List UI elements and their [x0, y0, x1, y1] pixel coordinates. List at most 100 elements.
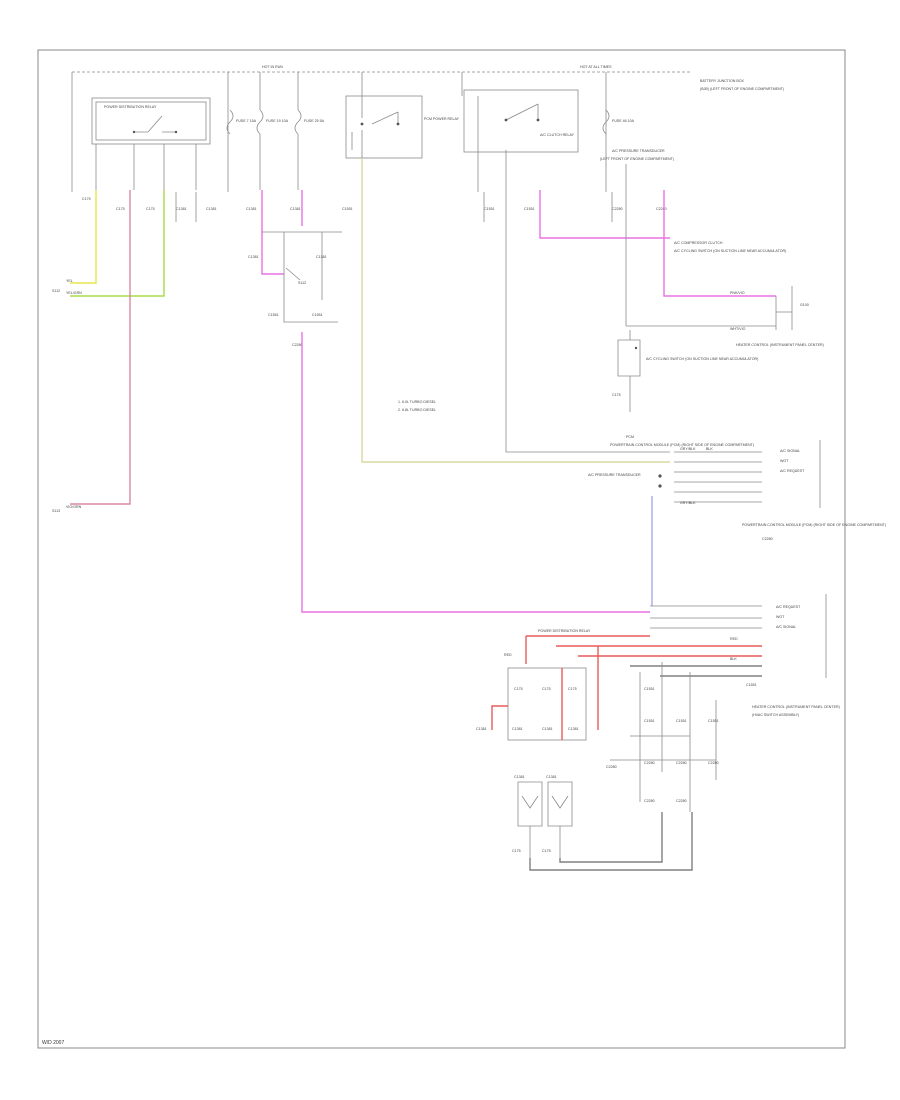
heater-ctrl-sub: (HVAC SWITCH ASSEMBLY): [752, 713, 799, 717]
sw-label: C175: [568, 687, 577, 691]
sw-label: C2280: [606, 765, 617, 769]
pcm-sub-label: POWERTRAIN CONTROL MODULE (PCM) (RIGHT S…: [610, 443, 754, 447]
pin-label: A/C SIGNAL: [780, 449, 800, 453]
ref-mark: S112: [52, 289, 60, 293]
sw-label: C1381: [568, 727, 579, 731]
notes-1: 1. 6.0L TURBO DIESEL: [398, 400, 436, 404]
conn-label: C1381: [316, 255, 327, 259]
blower-switch-grid: C175 C175 C175 C1381 C1381 C1381 C1381 C…: [476, 662, 719, 812]
hc-pin: A/C SIGNAL: [776, 625, 796, 629]
sw-label: C2280: [676, 799, 687, 803]
conn-label: C175: [612, 393, 621, 397]
sw-label: C175: [542, 849, 551, 853]
left-wiring: YEL YEL/GRN VIO/ORN S112 S113: [52, 190, 165, 513]
pcm-label: PCM: [626, 435, 634, 439]
sw-label: C175: [512, 849, 521, 853]
wire-thin: [505, 150, 670, 453]
conn-label: C1381: [246, 207, 257, 211]
pin-label: RED: [504, 653, 512, 657]
pin-label: BLK: [706, 447, 713, 451]
notes-2: 2. 6.8L TURBO DIESEL: [398, 408, 436, 412]
sw-label: C2280: [644, 761, 655, 765]
wire-yelgrn-label: YEL/GRN: [66, 291, 82, 295]
diagram-border: [37, 49, 846, 1049]
right-upper-wiring: PNK/VIO A/C COMPRESSOR CLUTCH A/C CYCLIN…: [539, 149, 824, 347]
sw-label: C175: [514, 687, 523, 691]
sw-label: C1381: [542, 727, 553, 731]
wire-yel-label: YEL: [66, 279, 73, 283]
conn-label: C2280: [762, 537, 773, 541]
pin-label: BLK: [730, 657, 737, 661]
wire-khaki: [361, 158, 670, 463]
wire-wht-label: WHT/VIO: [730, 327, 746, 331]
conn-label: C1551: [484, 207, 495, 211]
hc-sub-label: POWER DISTRIBUTION RELAY: [538, 629, 591, 633]
connector-row: C175 C175 C175 C1381 C1381 C1381 C1381 C…: [82, 192, 667, 222]
center-switch-block: S112 C1381 C1381 C1551 C1551 C2280: [248, 190, 650, 613]
pin-label: A/C REQUEST: [780, 469, 805, 473]
wire-pnk-label: PNK/VIO: [730, 291, 745, 295]
sw-label: C1381: [512, 727, 523, 731]
hc-pin: WOT: [776, 615, 785, 619]
conn-label: C1551: [342, 207, 353, 211]
fuse-d-label: FUSE 46 10A: [612, 119, 635, 123]
conn-label: C2280: [292, 343, 303, 347]
sw-label: C1551: [676, 719, 687, 723]
ac-pressure-label: A/C PRESSURE TRANSDUCER: [612, 149, 665, 153]
conn-label: C1381: [176, 207, 187, 211]
ac-pressure-sub: (LEFT FRONT OF ENGINE COMPARTMENT): [600, 157, 674, 161]
sw-label: C1551: [708, 719, 719, 723]
conn-label: C175: [82, 197, 91, 201]
conn-label: C1381: [290, 207, 301, 211]
ac-clutch-relay: A/C CLUTCH RELAY: [463, 89, 579, 192]
fuse-a-label: FUSE 7 15A: [236, 119, 257, 123]
power-bus: HOT IN RUN HOT AT ALL TIMES BATTERY JUNC…: [71, 65, 784, 192]
conn-label: C1551: [268, 313, 279, 317]
conn-label: C175: [146, 207, 155, 211]
conn-label: C1551: [746, 683, 757, 687]
conn-label: C1551: [524, 207, 535, 211]
conn-label: C1551: [312, 313, 323, 317]
sw-label: C2280: [676, 761, 687, 765]
pin-label: GRY/BLK: [680, 501, 696, 505]
hc-pin: A/C REQUEST: [776, 605, 801, 609]
ref-mark: S113: [52, 509, 60, 513]
fuse-b-label: FUSE 19 10A: [266, 119, 289, 123]
footer-code: W/D 2007: [42, 1040, 64, 1046]
pcm-connector: PCM POWERTRAIN CONTROL MODULE (PCM) (RIG…: [588, 435, 886, 541]
fuse-c-label: FUSE 25 5A: [304, 119, 325, 123]
blower-resistors: C175 C175 C1381 C1381: [512, 775, 693, 871]
pin-label: WOT: [780, 459, 789, 463]
sw-label: C175: [542, 687, 551, 691]
relay-module-left: POWER DISTRIBUTION RELAY: [91, 97, 211, 190]
heater-ctrl-label: HEATER CONTROL (INSTRUMENT PANEL CENTER): [736, 343, 824, 347]
conn-label: C2280: [656, 207, 667, 211]
heater-control-connector: A/C REQUEST WOT A/C SIGNAL C1551 HEATER …: [650, 594, 840, 717]
ground-label: G100: [800, 303, 809, 307]
conn-label: C2280: [612, 207, 623, 211]
sensor-label: A/C CYCLING SWITCH (ON SUCTION LINE NEAR…: [646, 357, 758, 361]
pcm-pin-note: A/C PRESSURE TRANSDUCER: [588, 473, 641, 477]
pressure-sensor: A/C CYCLING SWITCH (ON SUCTION LINE NEAR…: [612, 330, 758, 412]
pin-label: GRY/BLK: [680, 447, 696, 451]
hot-at-all-times-label: HOT AT ALL TIMES: [580, 65, 612, 69]
relay-box-label: POWER DISTRIBUTION RELAY: [104, 105, 157, 109]
pcm-power-relay: PCM POWER RELAY: [345, 95, 460, 159]
relay-b-label: A/C CLUTCH RELAY: [540, 133, 575, 137]
splice-a-label: S112: [298, 281, 306, 285]
fuse-panel-label: (BJB) (LEFT FRONT OF ENGINE COMPARTMENT): [700, 87, 784, 91]
conn-label: C1381: [206, 207, 217, 211]
fuse-group: FUSE 7 15A FUSE 19 10A FUSE 25 5A FUSE 4…: [226, 72, 635, 190]
ac-cycling-label: A/C CYCLING SWITCH (ON SUCTION LINE NEAR…: [674, 249, 786, 253]
sw-label: C1551: [644, 687, 655, 691]
hot-in-run-label: HOT IN RUN: [262, 65, 283, 69]
conn-label: C1381: [248, 255, 259, 259]
pcm-title-label: POWERTRAIN CONTROL MODULE (PCM) (RIGHT S…: [742, 523, 886, 527]
sw-label: C1551: [644, 719, 655, 723]
conn-label: C175: [116, 207, 125, 211]
sw-label: C1381: [476, 727, 487, 731]
lower-wiring: POWER DISTRIBUTION RELAY RED RED BLK: [504, 629, 762, 730]
sw-label: C1381: [514, 775, 525, 779]
